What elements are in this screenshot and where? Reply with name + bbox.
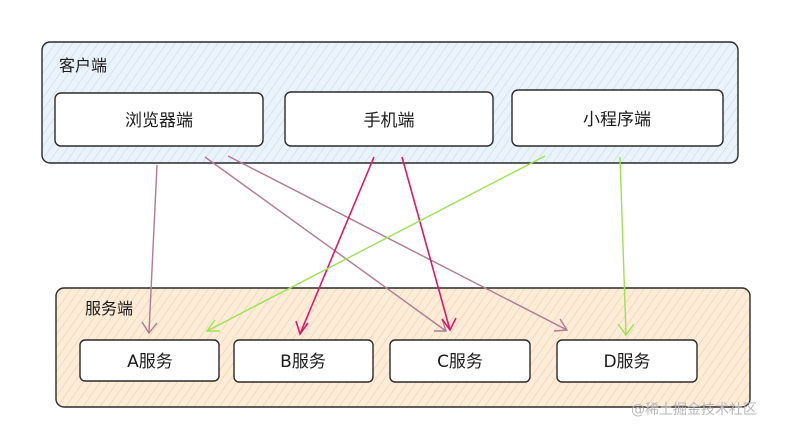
watermark: @稀土掘金技术社区 (631, 402, 757, 418)
server-group-title: 服务端 (85, 299, 133, 318)
arrow-miniprogram-to-d (617, 156, 635, 337)
server-box-a[interactable]: A服务 (79, 339, 220, 382)
client-box-miniprogram[interactable]: 小程序端 (511, 89, 724, 147)
arrow-browser-to-c (204, 156, 447, 332)
client-box-miniprogram-label: 小程序端 (583, 110, 651, 130)
server-box-c[interactable]: C服务 (389, 339, 531, 383)
server-box-b-label: B服务 (280, 352, 326, 372)
arrow-browser-to-d (227, 155, 569, 332)
server-box-d[interactable]: D服务 (556, 339, 698, 383)
client-box-browser[interactable]: 浏览器端 (54, 92, 264, 147)
client-group-title: 客户端 (59, 56, 107, 75)
arrow-browser-to-a (141, 164, 158, 335)
client-box-mobile-label: 手机端 (364, 111, 415, 131)
arrow-mobile-to-c (401, 156, 457, 332)
server-group: 服务端 A服务 B服务 C服务 D服务 (55, 287, 751, 408)
server-box-d-label: D服务 (603, 352, 650, 372)
client-box-browser-label: 浏览器端 (125, 111, 193, 131)
client-group: 客户端 浏览器端 手机端 小程序端 (41, 41, 739, 164)
server-box-c-label: C服务 (437, 352, 483, 372)
arrows (141, 155, 635, 337)
arrow-mobile-to-b (295, 156, 375, 336)
server-box-b[interactable]: B服务 (233, 339, 374, 383)
client-box-mobile[interactable]: 手机端 (284, 91, 494, 147)
server-box-a-label: A服务 (127, 352, 173, 372)
arrow-miniprogram-to-a (205, 155, 546, 332)
